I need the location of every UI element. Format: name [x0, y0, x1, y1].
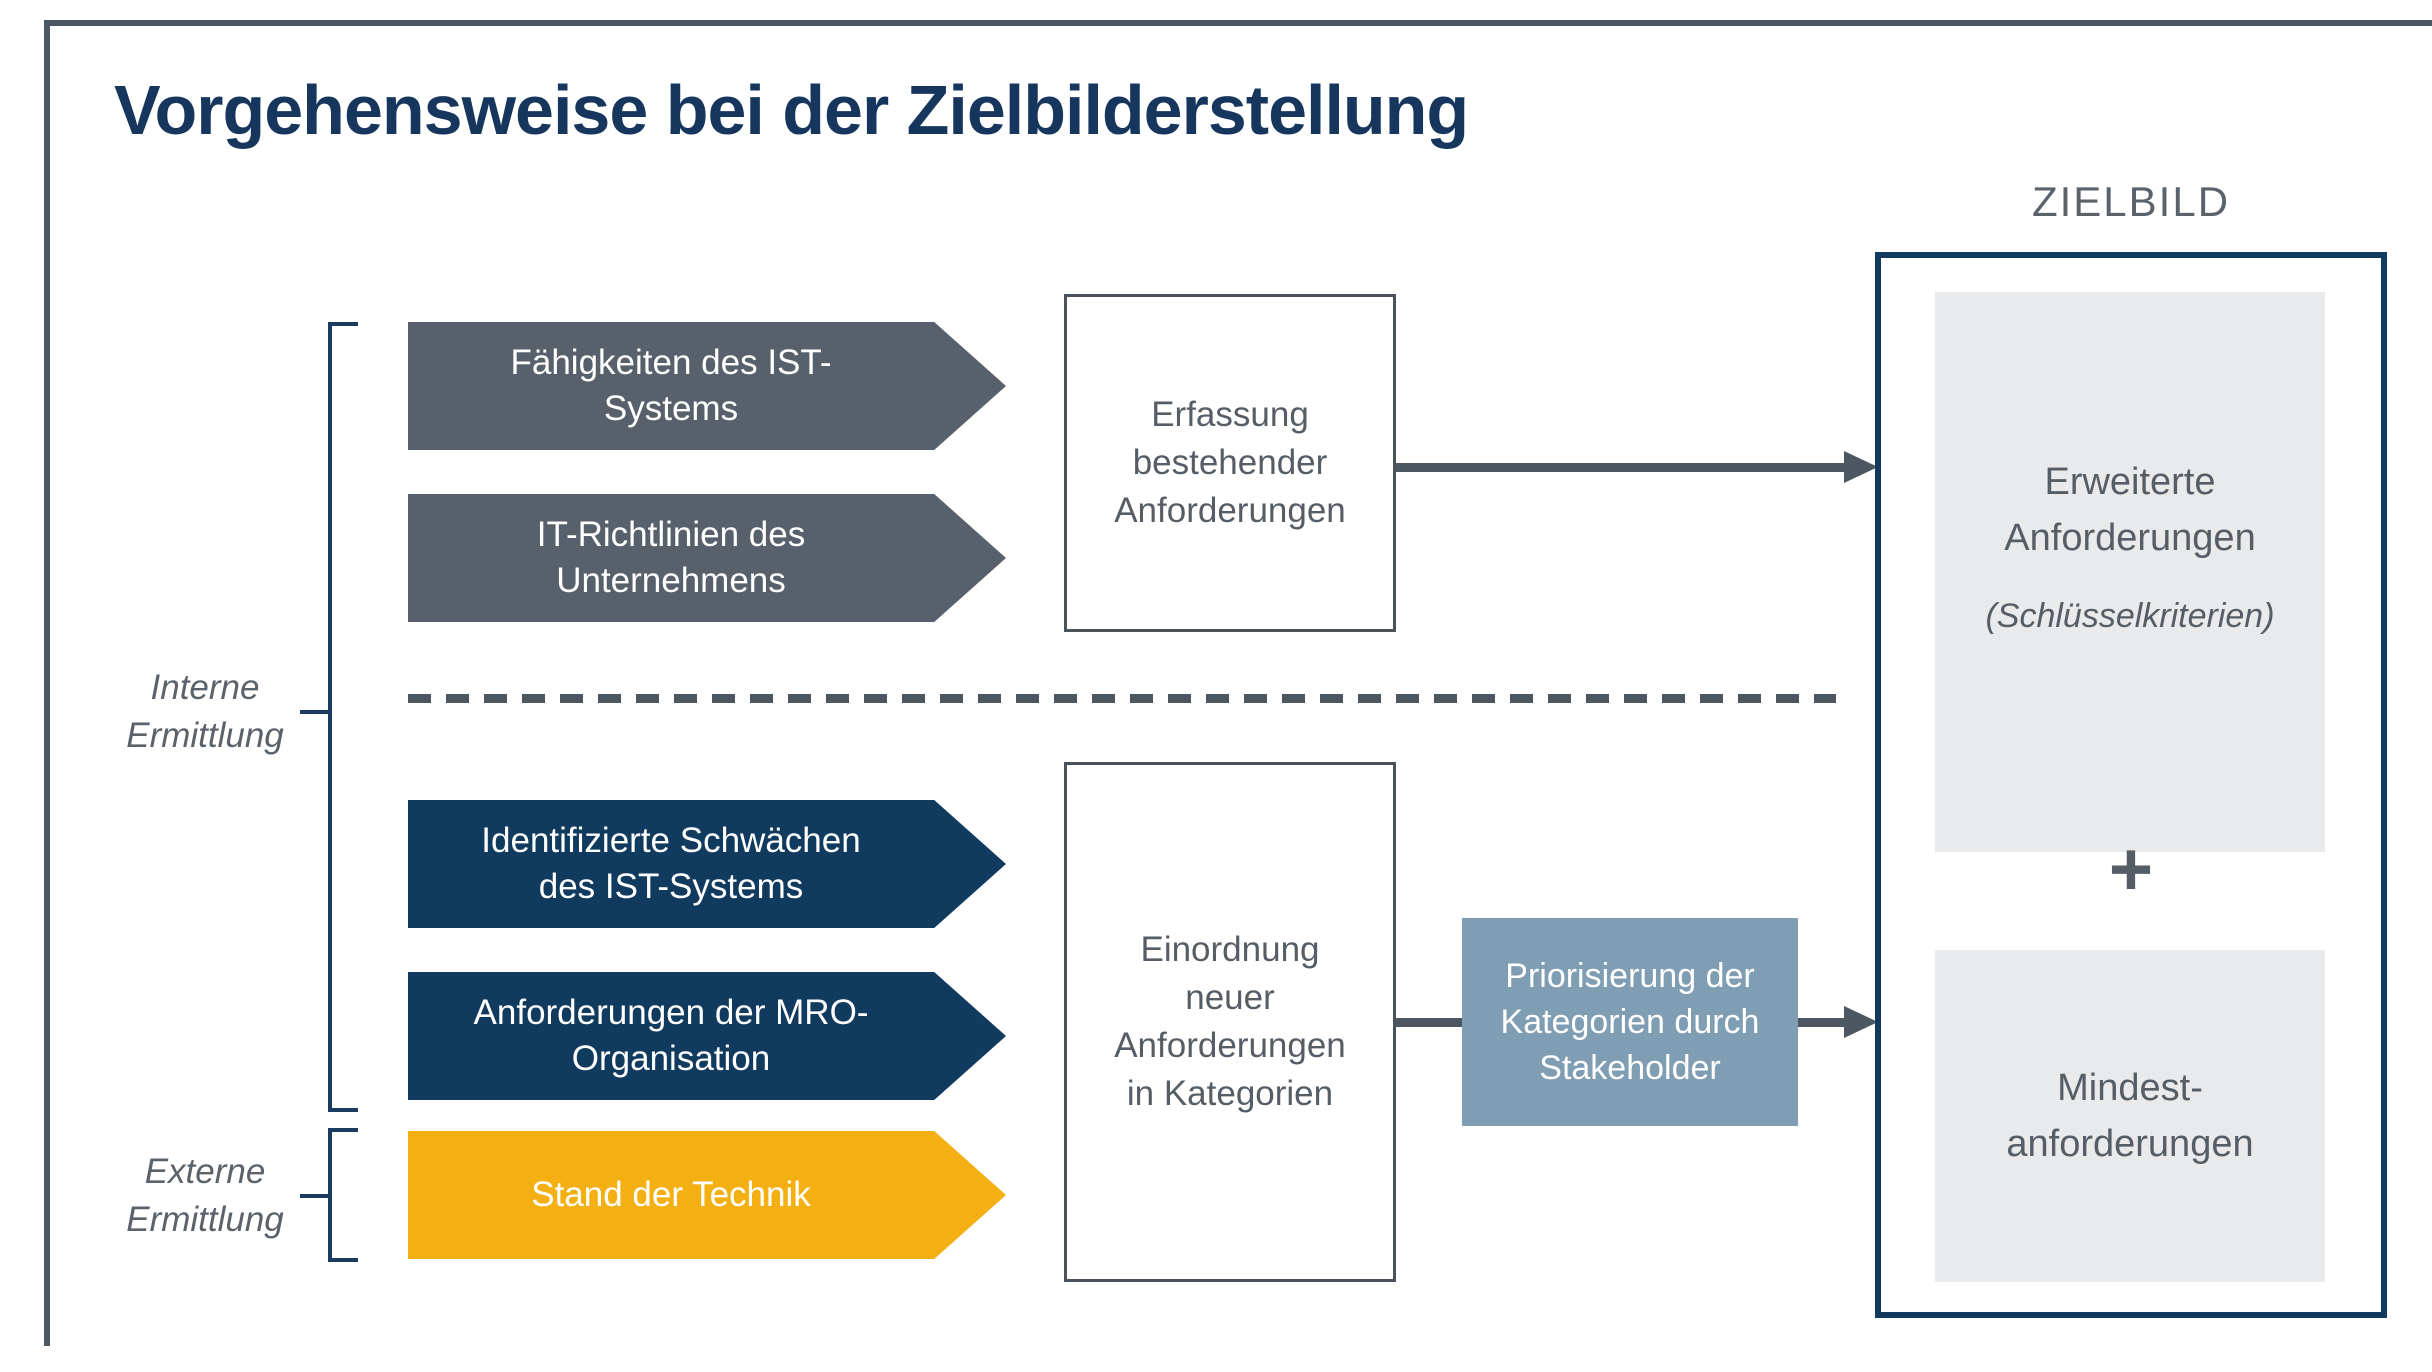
bracket-tick-bottom: [328, 1258, 358, 1262]
bracket-tick-label: [300, 1194, 328, 1198]
chevron-text: Stand der Technik: [531, 1175, 811, 1214]
bracket-tick-top: [328, 1128, 358, 1132]
arrowhead-icon: [1844, 1006, 1878, 1038]
label-line: Ermittlung: [126, 716, 284, 755]
chevron-text: Organisation: [571, 1039, 771, 1078]
arrowhead-icon: [1844, 451, 1878, 483]
box-text: bestehender: [1132, 443, 1328, 482]
panel-text: Erweiterte: [2044, 461, 2216, 503]
bracket-line: [328, 322, 332, 1112]
panel-text: anforderungen: [2006, 1123, 2254, 1165]
mindestanforderungen-panel: Mindest- anforderungen: [1935, 950, 2325, 1282]
einordnung-box: Einordnung neuer Anforderungen in Katego…: [1064, 762, 1396, 1282]
label-line: Ermittlung: [126, 1200, 284, 1239]
priorisierung-box: Priorisierung der Kategorien durch Stake…: [1462, 918, 1798, 1126]
box-text: in Kategorien: [1126, 1074, 1334, 1113]
erweiterte-anforderungen-panel: Erweiterte Anforderungen (Schlüsselkrite…: [1935, 292, 2325, 852]
dashed-divider: [408, 694, 1836, 703]
box-text: Anforderungen: [1114, 491, 1346, 530]
chevron-text: des IST-Systems: [538, 867, 804, 906]
arrow-priorisierung-to-zielbild: [1798, 1018, 1848, 1027]
panel-text: Mindest-: [2057, 1067, 2203, 1109]
bracket-line: [328, 1128, 332, 1262]
bracket-tick-top: [328, 322, 358, 326]
chevron-text: IT-Richtlinien des: [536, 515, 806, 554]
slide-top-border: [44, 20, 2432, 26]
plus-sign: +: [2108, 827, 2154, 912]
arrow-erfassung-to-zielbild: [1396, 463, 1848, 472]
zielbild-box: Erweiterte Anforderungen (Schlüsselkrite…: [1875, 252, 2387, 1318]
chevron-it-richtlinien: IT-Richtlinien des Unternehmens: [408, 494, 1006, 622]
chevron-text: Anforderungen der MRO-: [473, 993, 869, 1032]
box-text: Anforderungen: [1114, 1026, 1346, 1065]
page-title: Vorgehensweise bei der Zielbilderstellun…: [114, 71, 1469, 149]
chevron-anforderungen-mro: Anforderungen der MRO- Organisation: [408, 972, 1006, 1100]
box-text: Erfassung: [1151, 395, 1309, 434]
chevron-text: Identifizierte Schwächen: [481, 821, 861, 860]
connector-einordnung-to-priorisierung: [1396, 1018, 1466, 1027]
externe-ermittlung-label: Externe Ermittlung: [60, 1148, 350, 1244]
box-text: neuer: [1185, 978, 1275, 1017]
chevron-text: Fähigkeiten des IST-: [510, 343, 832, 382]
erfassung-box: Erfassung bestehender Anforderungen: [1064, 294, 1396, 632]
interne-ermittlung-label: Interne Ermittlung: [60, 664, 350, 760]
chevron-stand-der-technik: Stand der Technik: [408, 1131, 1006, 1259]
bracket-tick-label: [300, 710, 328, 714]
box-text: Kategorien durch: [1500, 1003, 1760, 1041]
chevron-identifizierte-schwaechen: Identifizierte Schwächen des IST-Systems: [408, 800, 1006, 928]
box-text: Priorisierung der: [1505, 957, 1755, 995]
label-line: Externe: [144, 1152, 266, 1191]
bracket-tick-bottom: [328, 1108, 358, 1112]
box-text: Stakeholder: [1539, 1049, 1721, 1087]
box-text: Einordnung: [1140, 930, 1320, 969]
chevron-text: Systems: [603, 389, 739, 428]
panel-text: Anforderungen: [2004, 517, 2256, 559]
slide-left-border: [44, 20, 50, 1346]
zielbild-heading: ZIELBILD: [2031, 178, 2231, 225]
chevron-text: Unternehmens: [556, 561, 786, 600]
label-line: Interne: [150, 668, 260, 707]
externe-bracket: [300, 1128, 362, 1262]
panel-note: (Schlüsselkriterien): [1985, 597, 2275, 635]
interne-bracket: [300, 322, 362, 1112]
chevron-faehigkeiten-ist: Fähigkeiten des IST- Systems: [408, 322, 1006, 450]
